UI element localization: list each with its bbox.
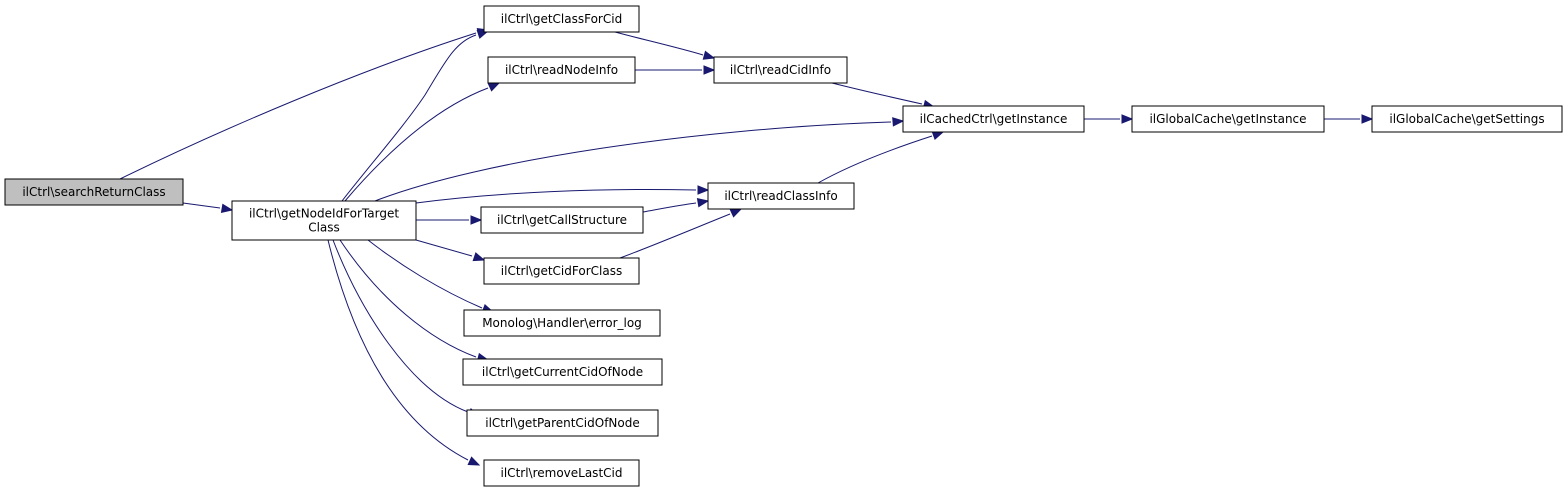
edge-line [817,135,933,184]
node-label: ilGlobalCache\getInstance [1149,112,1306,126]
edge-line [642,202,697,213]
node-box [463,309,661,337]
edge-line [619,213,731,259]
edge-searchReturnClass-to-getNodeIdForTargetClass [182,202,234,213]
arrowhead [931,131,945,141]
node-getSettings[interactable]: ilGlobalCache\getSettings [1371,105,1563,133]
edge-line [614,31,704,56]
node-readNodeInfo[interactable]: ilCtrl\readNodeInfo [487,56,636,84]
edge-readCidInfo-to-cachedGetInstance [831,82,936,110]
node-readCidInfo[interactable]: ilCtrl\readCidInfo [713,56,848,84]
node-cachedGetInstance[interactable]: ilCachedCtrl\getInstance [902,105,1085,133]
arrowhead [1121,114,1134,124]
node-readClassInfo[interactable]: ilCtrl\readClassInfo [707,182,855,210]
edge-searchReturnClass-to-getClassForCid [119,27,490,180]
node-label: ilCtrl\readClassInfo [724,189,837,203]
node-label: ilCachedCtrl\getInstance [920,112,1068,126]
edge-line [344,87,489,202]
node-globalGetInstance[interactable]: ilGlobalCache\getInstance [1131,105,1325,133]
nodes-layer: ilCtrl\searchReturnClass ilCtrl\getNodeId… [4,5,1563,487]
edge-line [119,32,477,180]
arrowhead [697,185,710,195]
node-label: ilCtrl\getCurrentCidOfNode [482,365,643,379]
node-box [231,200,417,241]
node-getCurrentCidOfNode[interactable]: ilCtrl\getCurrentCidOfNode [462,358,663,386]
node-box [713,56,848,84]
edge-readNodeInfo-to-readCidInfo [635,65,716,75]
node-label: ilCtrl\getCidForClass [501,264,622,278]
edge-line [415,189,697,204]
edge-getNodeIdForTargetClass-to-readNodeInfo [344,82,501,202]
arrowhead [729,208,743,218]
edge-line [415,239,473,257]
node-searchReturnClass[interactable]: ilCtrl\searchReturnClass [4,178,184,206]
edge-globalGetInstance-to-getSettings [1324,114,1374,124]
arrowhead [470,215,483,225]
node-box [4,178,184,206]
arrowhead [696,198,710,208]
edge-getClassForCid-to-readCidInfo [614,31,716,60]
edge-getNodeIdForTargetClass-to-cachedGetInstance [374,117,905,202]
node-box [483,459,640,487]
edge-getNodeIdForTargetClass-to-getCidForClass [415,239,486,262]
edge-line [341,34,477,202]
arrowhead [472,252,486,262]
edge-line [831,82,923,105]
edge-cachedGetInstance-to-globalGetInstance [1084,114,1134,124]
edge-line [339,239,477,358]
edge-getNodeIdForTargetClass-to-getParentCidOfNode [332,239,481,417]
edge-getNodeIdForTargetClass-to-getClassForCid [341,29,490,202]
edge-getNodeIdForTargetClass-to-removeLastCid [327,239,481,466]
edge-line [327,239,469,461]
edge-getNodeIdForTargetClass-to-errorLog [367,239,495,313]
edges-layer [119,27,1374,466]
node-errorLog[interactable]: Monolog\Handler\error_log [463,309,661,337]
arrowhead [467,456,481,466]
arrowhead [487,82,501,92]
node-label: ilCtrl\getCallStructure [497,213,627,227]
edge-line [182,202,221,209]
node-getParentCidOfNode[interactable]: ilCtrl\getParentCidOfNode [466,409,659,437]
node-box [1131,105,1325,133]
node-label: ilCtrl\readNodeInfo [505,63,618,77]
node-getCidForClass[interactable]: ilCtrl\getCidForClass [483,257,640,285]
node-box [462,358,663,386]
node-label: Monolog\Handler\error_log [482,316,642,330]
node-label: ilCtrl\getClassForCid [501,12,622,26]
node-box [1371,105,1563,133]
node-label: ilCtrl\getNodeIdForTarget [249,207,399,221]
edge-line [367,239,483,309]
arrowhead [220,203,234,213]
edge-getCallStructure-to-readClassInfo [642,198,710,213]
edge-getNodeIdForTargetClass-to-readClassInfo [415,185,710,204]
node-getCallStructure[interactable]: ilCtrl\getCallStructure [480,206,644,234]
node-box [483,5,640,33]
node-label: ilCtrl\removeLastCid [501,466,623,480]
node-label: Class [308,221,340,235]
edge-line [374,121,892,202]
node-label: ilCtrl\readCidInfo [730,63,831,77]
arrowhead [702,50,716,60]
node-label: ilCtrl\searchReturnClass [22,185,165,199]
node-box [483,257,640,285]
node-getClassForCid[interactable]: ilCtrl\getClassForCid [483,5,640,33]
node-label: ilGlobalCache\getSettings [1389,112,1544,126]
edge-readClassInfo-to-cachedGetInstance [817,131,945,184]
node-box [480,206,644,234]
arrowhead [892,117,905,127]
node-box [487,56,636,84]
node-label: ilCtrl\getParentCidOfNode [485,416,640,430]
arrowhead [703,65,716,75]
edge-getNodeIdForTargetClass-to-getCallStructure [416,215,483,225]
node-box [466,409,659,437]
arrowhead [1361,114,1374,124]
node-box [707,182,855,210]
edge-line [332,239,469,413]
node-removeLastCid[interactable]: ilCtrl\removeLastCid [483,459,640,487]
node-box [902,105,1085,133]
